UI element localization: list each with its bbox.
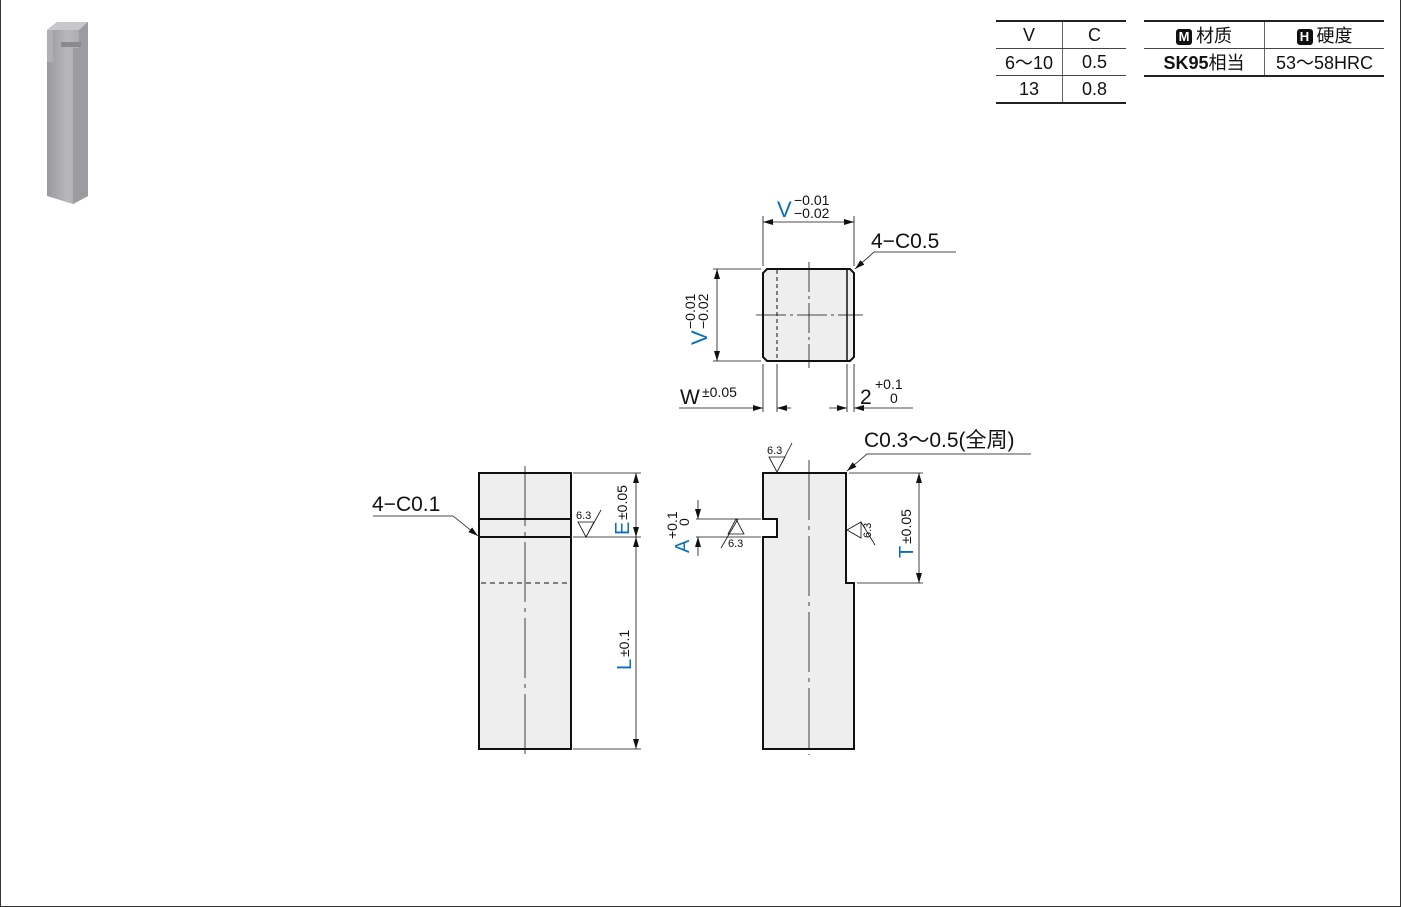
hardness-value: 53～58HRC	[1275, 53, 1374, 73]
l-tolerance: ±0.1	[616, 630, 632, 657]
material-value: SK95相当	[1144, 48, 1265, 76]
w-tolerance: ±0.05	[702, 384, 737, 400]
top-view	[679, 216, 956, 412]
chamfer-top-label: 4−C0.5	[871, 230, 939, 253]
top-v-label: V	[777, 197, 792, 222]
roughness-top: 6.3	[767, 445, 782, 457]
material-suffix: 相当	[1208, 53, 1245, 73]
e-tolerance: ±0.05	[614, 485, 630, 520]
table-row: SK95相当 53～58HRC	[1144, 48, 1384, 76]
front-view	[373, 466, 641, 755]
w-label: W	[680, 386, 700, 409]
cell-v: 13	[996, 75, 1063, 103]
top-v-upper-tol: −0.01	[794, 192, 830, 208]
side-v-lower-tol: −0.02	[695, 293, 711, 329]
roughness-groove: 6.3	[728, 538, 743, 550]
hardness-icon: H	[1296, 29, 1313, 45]
material-header-label: 材质	[1196, 26, 1232, 46]
two-upper-tol: +0.1	[875, 376, 903, 392]
a-lower-tol: 0	[676, 518, 692, 526]
cell-c: 0.5	[1062, 48, 1126, 76]
roughness-side: 6.3	[862, 523, 874, 538]
top-view-labels: V −0.01 −0.02 V −0.01 −0.02 4−C0.5 W ±0.…	[680, 192, 939, 409]
side-view-labels: C0.3～0.5(全周) 6.3 6.3 6.3 A +0.1 0 T ±0.0…	[664, 429, 1015, 558]
table-header-row: V C	[996, 21, 1126, 49]
chamfer-all-label: C0.3～0.5(全周)	[864, 429, 1015, 452]
roughness-front: 6.3	[576, 510, 591, 522]
cell-v: 6～10	[996, 48, 1063, 76]
l-label: L	[614, 659, 636, 670]
two-label: 2	[860, 386, 872, 409]
t-tolerance: ±0.05	[898, 509, 914, 544]
side-view	[695, 442, 1031, 755]
chamfer-front-label: 4−C0.1	[372, 493, 440, 516]
hardness-header-label: 硬度	[1316, 26, 1353, 46]
side-v-label: V	[687, 330, 712, 345]
e-label: E	[612, 522, 634, 535]
header-c: C	[1062, 21, 1126, 49]
v-c-table: V C 6～10 0.5 13 0.8	[996, 20, 1126, 104]
material-grade: SK95	[1163, 53, 1209, 73]
material-icon: M	[1176, 29, 1192, 45]
front-view-labels: 4−C0.1 6.3 E ±0.05 L ±0.1	[372, 485, 636, 670]
table-row: 6～10 0.5	[996, 48, 1126, 76]
a-upper-tol: +0.1	[664, 511, 680, 539]
t-label: T	[896, 546, 918, 558]
a-label: A	[672, 539, 694, 553]
top-v-lower-tol: −0.02	[794, 205, 830, 221]
cell-c: 0.8	[1081, 78, 1108, 99]
side-v-upper-tol: −0.01	[682, 293, 698, 329]
header-v: V	[996, 21, 1063, 49]
two-lower-tol: 0	[890, 390, 898, 406]
table-row: 13 0.8	[996, 75, 1126, 103]
product-image	[47, 22, 88, 204]
